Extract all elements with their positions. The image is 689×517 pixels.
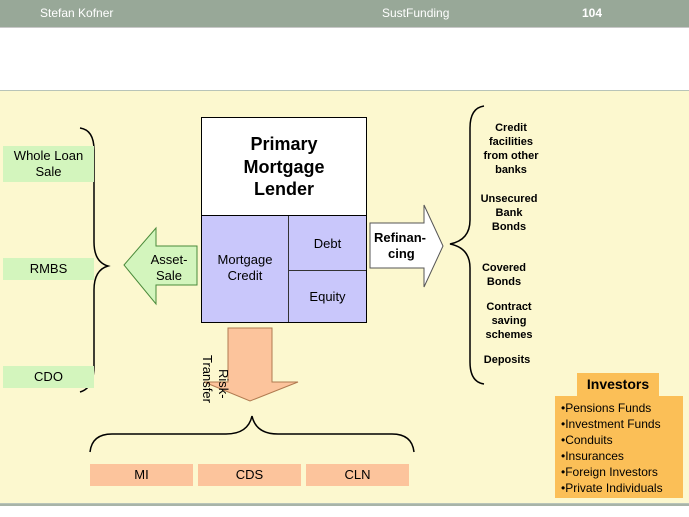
- source-contract-saving-schemes: Contract saving schemes: [485, 301, 533, 341]
- cds-box: CDS: [198, 464, 301, 486]
- page-number: 104: [582, 6, 603, 20]
- primary-mortgage-lender-box: Primary Mortgage Lender: [201, 117, 367, 216]
- author-name: Stefan Kofner: [40, 6, 114, 20]
- investors-list: Pensions Funds Investment Funds Conduits…: [555, 400, 683, 496]
- right-brace: [449, 105, 485, 385]
- rmbs-box: RMBS: [3, 258, 94, 280]
- investor-item: Conduits: [561, 432, 683, 448]
- refinancing-label: Refinan- cing: [374, 230, 426, 261]
- risk-transfer-label: Risk- Transfer: [200, 355, 231, 403]
- source-covered-bonds: Covered Bonds: [481, 262, 527, 288]
- investor-item: Pensions Funds: [561, 400, 683, 416]
- cdo-box: CDO: [3, 366, 94, 388]
- asset-sale-arrow: [123, 226, 198, 306]
- investors-list-box: Pensions Funds Investment Funds Conduits…: [555, 396, 683, 498]
- bottom-brace: [89, 415, 415, 453]
- balance-sheet-divider-horizontal: [289, 270, 366, 271]
- risk-transfer-arrow: [203, 327, 299, 402]
- whole-loan-sale-box: Whole Loan Sale: [3, 146, 94, 182]
- header-bar: Stefan Kofner SustFunding 104: [0, 0, 689, 27]
- debt-label: Debt: [313, 236, 342, 251]
- slide-series-title: SustFunding: [382, 6, 450, 20]
- mi-label: MI: [134, 467, 149, 482]
- rmbs-label: RMBS: [29, 261, 68, 276]
- source-deposits: Deposits: [483, 354, 531, 366]
- source-unsecured-bank-bonds: Unsecured Bank Bonds: [480, 193, 538, 233]
- balance-sheet-divider-vertical: [288, 216, 289, 322]
- investor-item: Foreign Investors: [561, 464, 683, 480]
- cln-label: CLN: [344, 467, 371, 482]
- investor-item: Investment Funds: [561, 416, 683, 432]
- equity-label: Equity: [309, 289, 346, 304]
- header-rule: [0, 27, 689, 28]
- investor-item: Insurances: [561, 448, 683, 464]
- mi-box: MI: [90, 464, 193, 486]
- investor-item: Private Individuals: [561, 480, 683, 496]
- lender-title: Primary Mortgage Lender: [243, 134, 325, 199]
- cdo-label: CDO: [34, 369, 63, 384]
- refinancing-arrow: [369, 204, 444, 288]
- balance-sheet-box: Mortgage Credit Debt Equity: [201, 215, 367, 323]
- cln-box: CLN: [306, 464, 409, 486]
- cds-label: CDS: [235, 467, 264, 482]
- investors-title: Investors: [577, 373, 659, 396]
- asset-sale-label: Asset- Sale: [150, 252, 188, 283]
- source-credit-facilities: Credit facilities from other banks: [483, 122, 539, 176]
- whole-loan-sale-label: Whole Loan Sale: [13, 148, 84, 179]
- footer-rule: [0, 504, 689, 506]
- mortgage-credit-label: Mortgage Credit: [217, 252, 273, 283]
